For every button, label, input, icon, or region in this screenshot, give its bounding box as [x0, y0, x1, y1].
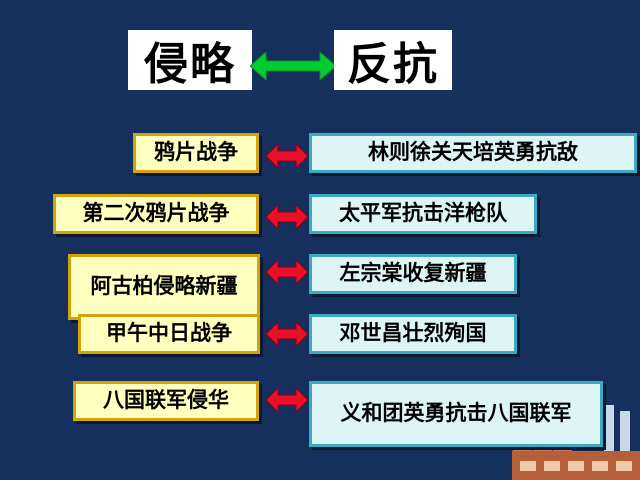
red-double-arrow-icon — [266, 205, 308, 229]
factory-icon — [512, 405, 640, 480]
aggression-item: 鸦片战争 — [133, 133, 259, 173]
aggression-item: 第二次鸦片战争 — [53, 194, 259, 234]
title-aggression: 侵略 — [128, 30, 252, 90]
resistance-item: 左宗棠收复新疆 — [309, 254, 517, 294]
red-double-arrow-icon — [266, 322, 308, 346]
red-double-arrow-icon — [266, 144, 308, 168]
green-double-arrow-icon — [250, 52, 336, 80]
aggression-item: 阿古柏侵略新疆 — [68, 254, 260, 320]
red-double-arrow-icon — [266, 260, 308, 284]
aggression-item: 八国联军侵华 — [73, 381, 259, 421]
red-double-arrow-icon — [266, 388, 308, 412]
title-resistance: 反抗 — [334, 30, 452, 90]
resistance-item: 太平军抗击洋枪队 — [309, 194, 537, 234]
resistance-item: 邓世昌壮烈殉国 — [309, 314, 517, 354]
resistance-item: 义和团英勇抗击八国联军 — [309, 381, 603, 447]
aggression-item: 甲午中日战争 — [78, 314, 260, 354]
resistance-item: 林则徐关天培英勇抗敌 — [309, 133, 637, 173]
